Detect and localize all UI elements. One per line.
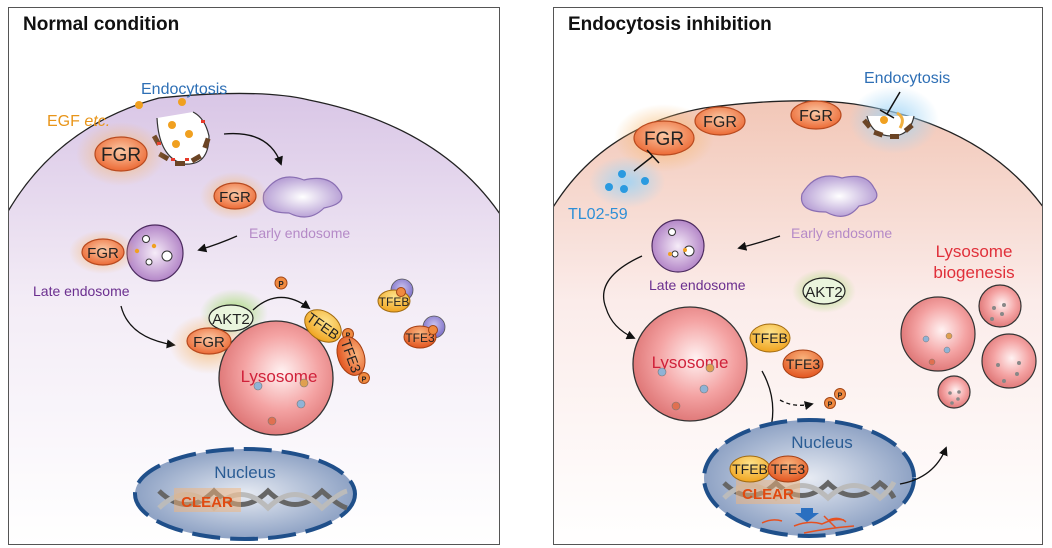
fgr-label: FGR [644, 129, 684, 150]
clear-label: CLEAR [742, 486, 794, 503]
fgr-label: FGR [799, 108, 833, 125]
lysosome [218, 320, 334, 436]
late-endosome [651, 219, 705, 273]
phospho-label: P [346, 333, 351, 340]
clathrin-coat [862, 118, 914, 139]
endocytosis-inhibition-diagram: Endocytosis FGR FGR FGR TL02-59 Early en… [554, 70, 1042, 544]
lysosome-label: Lysosome [241, 367, 318, 386]
arrow-to-late-endosome [737, 235, 781, 251]
endocytosis-label: Endocytosis [864, 70, 950, 87]
cell-membrane [554, 100, 1042, 544]
early-endosome-label: Early endosome [249, 225, 350, 241]
tfeb-nuclear: TFEB [729, 455, 771, 483]
dephosphorylation-arrow [779, 399, 814, 411]
svg-text:TFE3: TFE3 [771, 461, 805, 477]
egf-ligands [135, 98, 193, 148]
clear-label: CLEAR [181, 494, 233, 511]
phospho-free [274, 276, 288, 290]
fgr-label: FGR [193, 334, 225, 351]
akt2-free [802, 277, 846, 305]
panel-normal-condition: Endocytosis EGF etc. FGR FGR Early endos… [8, 7, 500, 545]
arrow-to-late-endosome [197, 235, 238, 253]
tfe3-nuclear: TFE3 [767, 455, 809, 483]
fgr-label: FGR [219, 189, 251, 206]
arrow-phosphorylation [252, 296, 311, 311]
panel-title: Endocytosis inhibition [568, 14, 772, 35]
late-endosome-label: Late endosome [649, 277, 746, 293]
panel-title: Normal condition [23, 14, 180, 35]
svg-text:TFEB: TFEB [379, 295, 410, 309]
nucleus-label: Nucleus [791, 433, 852, 452]
fgr-late [81, 238, 125, 266]
biogenesis-label: biogenesis [933, 263, 1014, 282]
fgr-membrane [94, 136, 148, 172]
fgr-label: FGR [87, 245, 119, 262]
arrow-to-early-endosome [223, 132, 283, 166]
nucleus-label: Nucleus [214, 463, 275, 482]
inhibition-endocytosis [879, 91, 901, 119]
phospho-label: P [278, 280, 284, 289]
fgr-2 [694, 106, 746, 136]
akt2-label: AKT2 [212, 311, 250, 328]
early-endosome-label: Early endosome [791, 225, 892, 241]
phospho-label: P [362, 377, 367, 384]
normal-condition-diagram: Endocytosis EGF etc. FGR FGR Early endos… [9, 81, 499, 544]
transcription-arrow [795, 508, 819, 522]
phospho-label: P [828, 402, 833, 409]
early-endosome [262, 176, 343, 218]
late-endosome-label: Late endosome [33, 283, 130, 299]
tfe3-free: TFE3 [782, 349, 824, 379]
tfeb-free: TFEB [749, 323, 791, 353]
arrow-to-lysosome [120, 305, 176, 349]
svg-text:TFE3: TFE3 [405, 331, 435, 345]
fgr-1 [633, 120, 695, 156]
new-lysosome [937, 375, 971, 409]
mrna-transcripts [761, 515, 855, 534]
biogenesis-label: Lysosome [936, 242, 1013, 261]
arrow-to-biogenesis [899, 446, 948, 485]
tl02-59-label: TL02-59 [568, 206, 628, 223]
tfeb-1433-complex: TFEB [377, 278, 414, 313]
fgr-label: FGR [101, 145, 141, 166]
fgr-label: FGR [703, 114, 737, 131]
new-lysosome [978, 284, 1022, 328]
fgr-early [213, 182, 257, 210]
panel-endocytosis-inhibition: Endocytosis FGR FGR FGR TL02-59 Early en… [553, 7, 1043, 545]
svg-text:TFEB: TFEB [732, 461, 768, 477]
svg-text:TFEB: TFEB [752, 330, 788, 346]
akt2-lysosome [208, 304, 254, 332]
inhibition-fgr [633, 149, 660, 172]
fgr-3 [790, 100, 842, 130]
new-lysosome [900, 296, 976, 372]
tfe3-1433-complex: TFE3 [403, 315, 446, 349]
arrow-to-lysosome [602, 255, 643, 340]
endocytosis-label: Endocytosis [141, 81, 227, 98]
fgr-lysosome [186, 327, 232, 355]
akt2-label: AKT2 [805, 284, 843, 301]
tl02-59-molecules [605, 170, 649, 193]
phospho-label: P [838, 393, 843, 400]
lysosome [632, 306, 748, 422]
nucleus [702, 418, 916, 538]
new-lysosome [981, 333, 1037, 389]
early-endosome [800, 175, 878, 217]
svg-text:TFE3: TFE3 [786, 356, 820, 372]
